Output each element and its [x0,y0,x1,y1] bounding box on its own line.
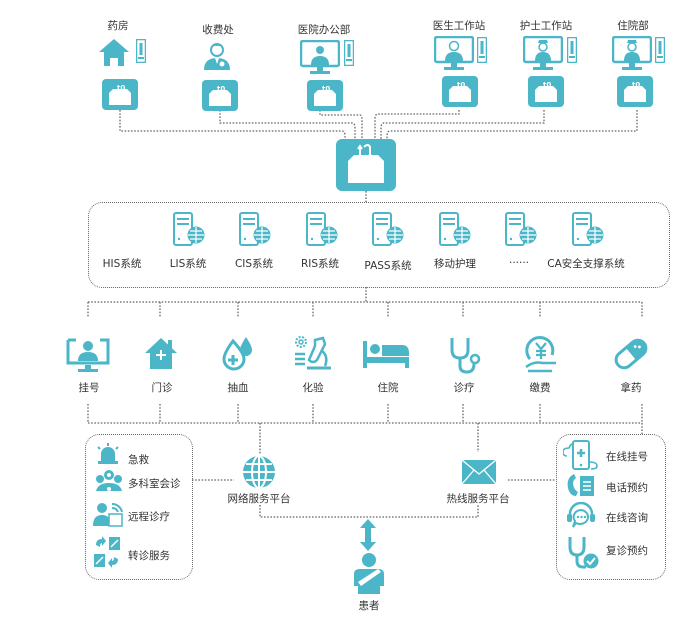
server-globe-icon [239,212,271,246]
top-node-label: 住院部 [617,20,649,32]
svg-text:t0: t0 [543,81,551,89]
stethoscope-icon [450,338,481,374]
left-panel-label: 转诊服务 [128,550,170,562]
patient-label: 患者 [358,600,380,612]
microscope-icon [295,336,331,370]
monitor-person-icon [300,40,340,74]
platform-label: 网络服务平台 [227,493,291,505]
cashier-person-icon [204,43,230,70]
connector-office [319,110,363,140]
top-node-label: 护士工作站 [519,20,573,32]
system-label: RIS系统 [300,258,340,270]
device-icon [477,37,487,63]
server-globe-icon [306,212,338,246]
server-globe-icon [439,212,471,246]
connector-nurse [380,110,545,140]
system-label: CA安全支撑系统 [547,258,625,270]
device-icon [567,37,577,63]
right-panel-label: 复诊预约 [606,545,648,557]
stethoscope-check-icon [568,537,599,569]
connector-cashier [219,110,356,140]
system-label: PASS系统 [364,260,412,272]
phone-booking-icon [567,474,594,496]
top-node-label: 收费处 [202,24,234,36]
system-label: HIS系统 [102,258,142,270]
svg-text:t0: t0 [457,81,465,89]
mobile-register-icon [563,440,598,470]
house-icon [99,39,129,66]
pill-icon [614,338,648,370]
left-panel-label: 急救 [128,454,149,466]
right-panel-label: 在线挂号 [606,451,648,463]
svg-text:t0: t0 [217,85,225,93]
system-label: ...... [508,254,530,266]
service-label: 拿药 [620,382,642,394]
consultation-group-icon [96,470,122,491]
data-exchange-box-icon: t0 [202,80,238,111]
siren-icon [97,443,119,464]
connector-pharmacy [119,110,346,140]
monitor-nurse-icon [523,36,563,70]
globe-icon [243,455,275,489]
platform-label: 热线服务平台 [446,493,510,505]
right-panel-label: 电话预约 [606,482,648,494]
monitor-user-icon [66,338,110,372]
service-label: 缴费 [529,382,551,394]
left-panel-label: 多科室会诊 [128,478,181,490]
monitor-doctor-icon [434,36,474,70]
emergency-services-group [85,434,193,580]
top-node-label: 医生工作站 [432,20,486,32]
system-label: 移动护理 [434,258,476,270]
right-panel-label: 在线咨询 [606,512,648,524]
top-node-label: 药房 [107,20,129,32]
server-globe-icon [372,212,404,246]
left-panel-label: 远程诊疗 [128,511,170,523]
svg-text:t0: t0 [322,85,330,93]
payment-yen-icon [525,336,556,373]
service-label: 抽血 [227,382,249,394]
data-exchange-hub-icon [336,139,396,191]
connector-inpatient [386,110,638,140]
device-icon [344,40,354,66]
patient-icon [354,553,384,594]
data-exchange-box-icon: t0 [102,79,138,110]
envelope-icon [462,460,496,484]
top-node-label: 医院办公部 [297,24,351,36]
service-label: 化验 [302,382,324,394]
remote-treatment-icon [93,502,123,527]
data-exchange-box-icon: t0 [442,76,478,107]
blood-drop-icon [222,337,252,371]
service-label: 诊疗 [453,382,475,394]
service-label: 挂号 [78,382,100,394]
svg-text:t0: t0 [632,81,640,89]
referral-icon [94,536,120,568]
system-label: CIS系统 [234,258,274,270]
connector-doctor [374,110,460,140]
bed-icon [363,341,409,368]
clinic-house-icon [145,338,177,369]
service-label: 门诊 [151,382,173,394]
monitor-nurse-icon [612,36,652,70]
svg-text:t0: t0 [117,84,125,92]
server-globe-icon [173,212,205,246]
device-icon [136,39,146,63]
headset-chat-icon [567,502,595,528]
device-icon [655,37,665,63]
data-exchange-box-icon: t0 [617,76,653,107]
data-exchange-box-icon: t0 [307,80,343,111]
data-exchange-box-icon: t0 [528,76,564,107]
system-label: LIS系统 [169,258,207,270]
server-globe-icon [505,212,537,246]
server-globe-icon [572,212,604,246]
systems-group [88,202,670,288]
double-arrow-icon [360,519,376,551]
online-services-group [556,434,666,580]
service-label: 住院 [377,382,399,394]
